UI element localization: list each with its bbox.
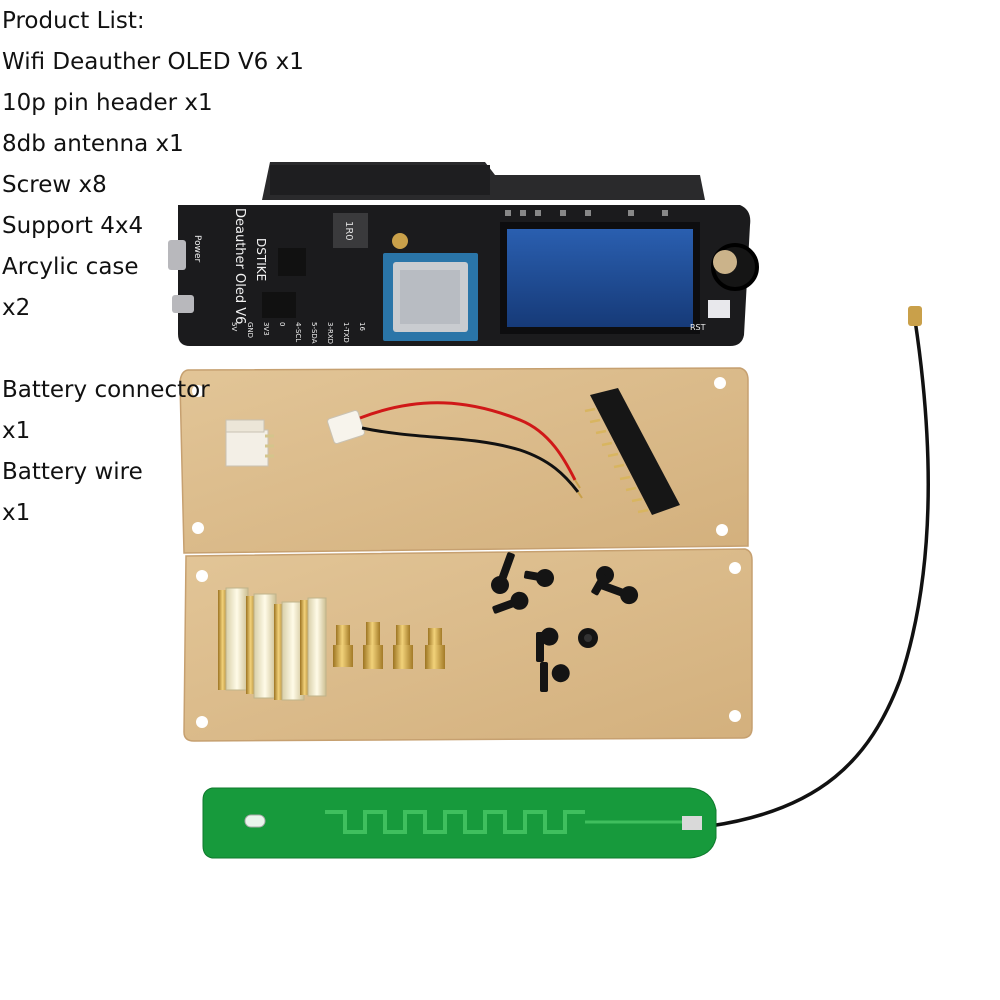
- screws: [491, 552, 639, 692]
- board-brand: DSTIKE: [254, 238, 268, 281]
- deauther-board: 1R0 Deauther Oled V6 DSTIKE Power RST 5V…: [168, 162, 759, 346]
- pin-label: 3-RXD: [326, 322, 334, 344]
- acrylic-panel-top: [179, 367, 749, 554]
- gold-pad: [392, 233, 408, 249]
- pin-label: 1-TXD: [342, 322, 350, 343]
- oled-screen: [507, 229, 693, 327]
- list-item-acrylic-qty: x2: [2, 295, 31, 321]
- antenna: [202, 306, 930, 859]
- list-item-antenna: 8db antenna x1: [2, 131, 184, 157]
- pin-label: 4-SCL: [294, 322, 302, 342]
- chip-2: [262, 292, 296, 318]
- inductor: [333, 213, 368, 248]
- rst-label: RST: [690, 323, 706, 332]
- usb-port-bottom: [172, 295, 194, 313]
- support-standoffs: [218, 587, 445, 701]
- list-item-deauther: Wifi Deauther OLED V6 x1: [2, 49, 304, 75]
- list-item-support: Support 4x4: [2, 213, 144, 239]
- power-label: Power: [192, 235, 202, 263]
- list-item-pin-header: 10p pin header x1: [2, 90, 213, 116]
- rst-button: [708, 300, 730, 318]
- pin-header: [584, 388, 680, 515]
- antenna-cable: [709, 319, 930, 828]
- inductor-label: 1R0: [343, 221, 354, 241]
- list-item-battery-wire: Battery wire: [2, 459, 143, 485]
- antenna-connector: [908, 306, 922, 326]
- board-title: Deauther Oled V6: [232, 208, 247, 324]
- acrylic-panel-bottom: [183, 548, 753, 742]
- list-item-screw: Screw x8: [2, 172, 107, 198]
- chip-1: [278, 248, 306, 276]
- pin-label: 3V3: [262, 322, 270, 336]
- pin-labels: 5V GND 3V3 0 4-SCL 5-SDA 3-RXD 1-TXD 16: [230, 322, 366, 344]
- usb-port-top: [168, 240, 186, 270]
- list-item-battery-connector-qty: x1: [2, 418, 31, 444]
- pin-label: 16: [358, 322, 366, 331]
- antenna-pcb: [202, 787, 717, 859]
- pin-label: 5-SDA: [310, 322, 318, 344]
- battery-wire: [327, 401, 583, 499]
- pin-label: GND: [246, 322, 254, 338]
- list-item-battery-connector: Battery connector: [2, 377, 210, 403]
- battery-connector: [225, 419, 274, 467]
- list-item-acrylic-case: Arcylic case: [2, 254, 139, 280]
- pin-label: 0: [278, 322, 286, 326]
- pin-label: 5V: [230, 322, 238, 331]
- product-list-title: Product List:: [2, 8, 145, 34]
- list-item-battery-wire-qty: x1: [2, 500, 31, 526]
